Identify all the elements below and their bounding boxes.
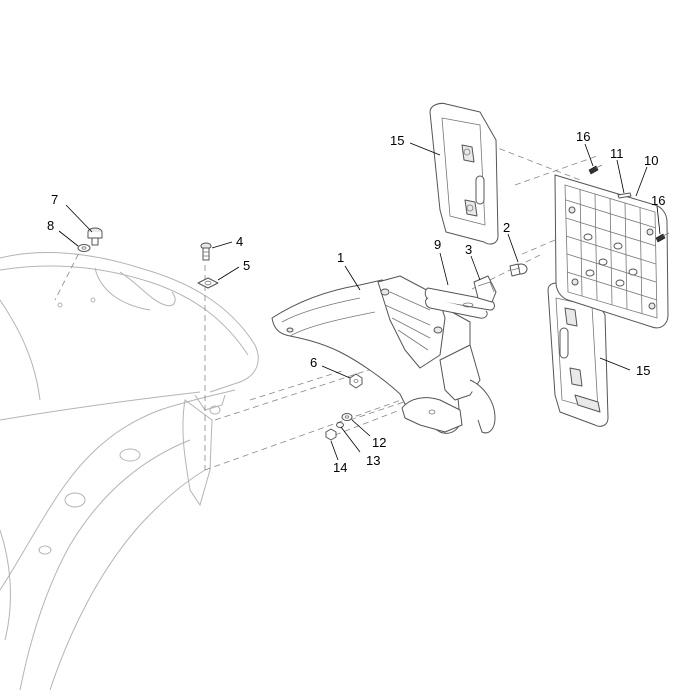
callout-14: 14 xyxy=(333,460,347,475)
callout-11: 11 xyxy=(610,146,624,161)
washer-8 xyxy=(77,244,91,252)
pin-11 xyxy=(617,192,632,199)
callout-10: 10 xyxy=(644,153,658,168)
callout-6: 6 xyxy=(310,355,317,370)
callout-15-top: 15 xyxy=(390,133,404,148)
rubber-strip-9 xyxy=(424,287,495,319)
clip-3 xyxy=(473,275,497,303)
callout-4: 4 xyxy=(236,234,243,249)
callout-labels: 1 2 3 4 5 6 7 8 9 10 11 12 13 14 15 15 1… xyxy=(47,129,665,475)
callout-13: 13 xyxy=(366,453,380,468)
callout-12: 12 xyxy=(372,435,386,450)
screw-7 xyxy=(87,227,103,246)
nut-6 xyxy=(349,373,363,389)
screw-2 xyxy=(509,263,528,277)
callout-9: 9 xyxy=(434,237,441,252)
reflector-top-15 xyxy=(429,102,499,245)
washer-12 xyxy=(341,413,353,421)
washer-13 xyxy=(336,422,344,428)
reflector-bottom-15 xyxy=(547,282,609,427)
callout-1: 1 xyxy=(337,250,344,265)
callout-2: 2 xyxy=(503,220,510,235)
callout-5: 5 xyxy=(243,258,250,273)
plate-mounting-panel-10 xyxy=(554,174,669,329)
assembly-dashed-lines xyxy=(54,144,601,471)
callout-7: 7 xyxy=(51,192,58,207)
rear-body-panel xyxy=(0,252,259,691)
callout-8: 8 xyxy=(47,218,54,233)
screw-16-top xyxy=(588,164,603,175)
screw-16-right xyxy=(655,232,670,243)
screw-4 xyxy=(200,242,212,261)
callout-3: 3 xyxy=(465,242,472,257)
callout-16-top: 16 xyxy=(576,129,590,144)
clip-nut-5 xyxy=(197,277,219,289)
leader-lines xyxy=(58,142,661,461)
callout-15-bottom: 15 xyxy=(636,363,650,378)
nut-14 xyxy=(325,428,337,441)
callout-16-right: 16 xyxy=(651,193,665,208)
